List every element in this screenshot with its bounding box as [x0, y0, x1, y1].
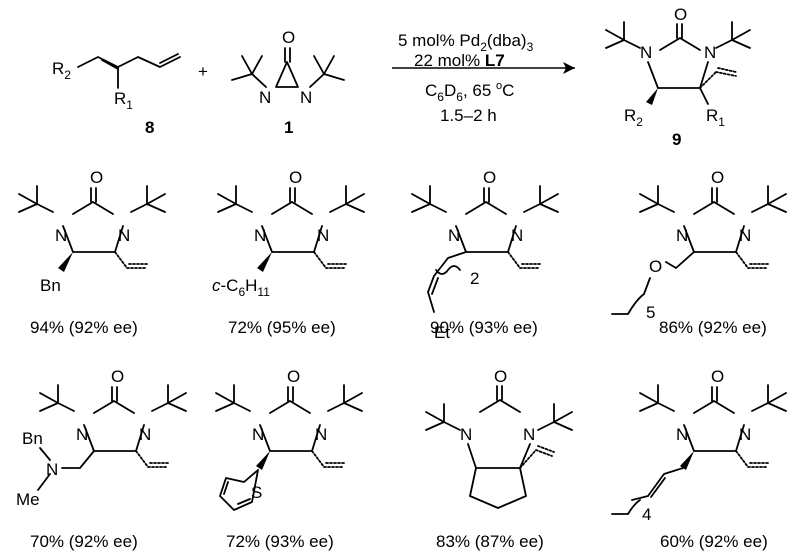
product-5-yield: 70% (92% ee) — [30, 532, 138, 551]
product-7-structure: O N N — [425, 367, 573, 509]
diene-8-structure: R2 R1 8 — [52, 53, 181, 137]
product-5-n-right: N — [139, 425, 151, 444]
product-1-structure: O N N Bn — [18, 168, 166, 295]
product-4-chain-count: 5 — [646, 303, 655, 322]
diaziridinone-n-right: N — [300, 88, 312, 107]
product-3-n-left: N — [448, 226, 460, 245]
product-7-n-left: N — [460, 425, 472, 444]
product-compound-number: 9 — [672, 130, 681, 149]
conditions-solvent-temperature: C6D6, 65 oC — [425, 80, 514, 104]
product-6-n-right: N — [315, 425, 327, 444]
product-5-structure: O N N Bn N Me — [16, 367, 187, 509]
product-1-substituent: Bn — [40, 276, 61, 295]
product-4-ether-oxygen: O — [649, 257, 662, 276]
product-8-oxygen: O — [711, 367, 724, 386]
product-4-structure: O N N O 5 — [611, 168, 787, 322]
product-oxygen: O — [674, 5, 687, 24]
product-2-structure: O N N c-C6H11 — [212, 168, 365, 299]
product-4-oxygen: O — [711, 168, 724, 187]
product-5-oxygen: O — [111, 367, 124, 386]
diaziridinone-oxygen: O — [282, 28, 295, 47]
plus-sign: + — [198, 62, 208, 81]
product-r1-label: R1 — [706, 106, 725, 129]
product-1-n-left: N — [55, 226, 67, 245]
product-6-substituent-s: S — [251, 483, 262, 502]
product-8-chain-count: 4 — [642, 505, 651, 524]
product-3-yield: 90% (93% ee) — [430, 318, 538, 337]
product-6-yield: 72% (93% ee) — [226, 532, 334, 551]
product-2-n-left: N — [254, 226, 266, 245]
product-n-left: N — [640, 43, 652, 62]
product-1-oxygen: O — [90, 168, 103, 187]
product-4-yield: 86% (92% ee) — [659, 318, 767, 337]
conditions-catalyst: 5 mol% Pd2(dba)3 — [398, 31, 534, 54]
product-8-n-right: N — [739, 425, 751, 444]
product-3-chain-count: 2 — [470, 269, 479, 288]
product-9-structure: O N N R2 R1 9 — [605, 5, 751, 149]
product-2-substituent: c-C6H11 — [212, 276, 270, 299]
product-2-n-right: N — [317, 226, 329, 245]
product-3-structure: O N N Et 2 — [411, 168, 559, 342]
product-4-n-right: N — [739, 226, 751, 245]
product-5-n-left: N — [76, 425, 88, 444]
product-1-n-right: N — [118, 226, 130, 245]
conditions-time: 1.5–2 h — [440, 106, 497, 125]
product-4-n-left: N — [676, 226, 688, 245]
product-5-substituent-n: N — [46, 460, 58, 479]
product-6-structure: O N N S — [215, 367, 363, 511]
diene-r1-label: R1 — [114, 89, 133, 112]
product-8-structure: O N N 4 — [611, 367, 787, 524]
product-8-n-left: N — [676, 425, 688, 444]
diene-r2-label: R2 — [52, 59, 71, 82]
product-7-oxygen: O — [494, 367, 507, 386]
product-2-oxygen: O — [289, 168, 302, 187]
product-r2-label: R2 — [624, 106, 643, 129]
product-1-yield: 94% (92% ee) — [30, 318, 138, 337]
product-5-substituent-me: Me — [16, 490, 40, 509]
product-3-oxygen: O — [483, 168, 496, 187]
diaziridinone-n-left: N — [259, 88, 271, 107]
diene-compound-number: 8 — [145, 118, 154, 137]
diaziridinone-1-structure: O N N 1 — [231, 28, 345, 137]
product-6-n-left: N — [252, 425, 264, 444]
product-6-oxygen: O — [287, 367, 300, 386]
product-3-substituent-end: Et — [434, 323, 450, 342]
product-2-yield: 72% (95% ee) — [228, 318, 336, 337]
product-7-n-right: N — [523, 425, 535, 444]
diaziridinone-compound-number: 1 — [284, 118, 293, 137]
product-n-right: N — [704, 43, 716, 62]
product-3-n-right: N — [511, 226, 523, 245]
reaction-arrow — [392, 62, 575, 74]
product-8-yield: 60% (92% ee) — [660, 532, 768, 551]
product-7-yield: 83% (87% ee) — [436, 532, 544, 551]
product-5-substituent-bn: Bn — [22, 429, 43, 448]
conditions-ligand: 22 mol% L7 — [414, 51, 505, 70]
